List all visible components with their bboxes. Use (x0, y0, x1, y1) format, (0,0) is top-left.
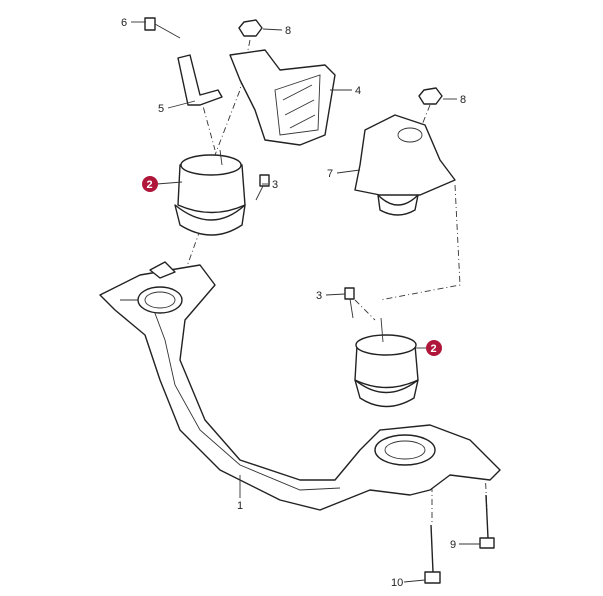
callout-2-right: 2 (431, 343, 437, 355)
bracket-right-part[interactable] (354, 114, 456, 216)
bracket-upper-part[interactable] (229, 49, 336, 146)
callout-2-left-badge (142, 176, 158, 192)
bolt-6-part[interactable] (144, 17, 181, 39)
callout-2-right-badge (426, 340, 442, 356)
bolt-3-parts[interactable] (255, 174, 355, 319)
engine-mount-left-part[interactable] (174, 149, 246, 236)
callout-6: 6 (121, 17, 127, 29)
callout-10: 10 (391, 577, 403, 589)
callout-3-right: 3 (316, 290, 322, 302)
callout-1: 1 (237, 500, 243, 512)
callout-7: 7 (327, 168, 333, 180)
subframe-part[interactable] (99, 261, 501, 511)
callout-labels: 6 8 5 4 2 3 8 7 3 2 1 9 10 (121, 17, 466, 589)
leader-lines (131, 21, 480, 583)
callout-5: 5 (158, 103, 164, 115)
callout-8-right: 8 (460, 94, 466, 106)
callout-8-upper: 8 (285, 25, 291, 37)
callout-2-left: 2 (147, 179, 153, 191)
callout-3-left: 3 (272, 179, 278, 191)
engine-mount-right-part[interactable] (354, 317, 419, 408)
callout-4: 4 (355, 85, 361, 97)
bolt-9-10-parts[interactable] (424, 494, 495, 584)
bracket-left-part[interactable] (177, 54, 223, 106)
nut-8-part[interactable] (238, 19, 443, 105)
callout-9: 9 (450, 539, 456, 551)
